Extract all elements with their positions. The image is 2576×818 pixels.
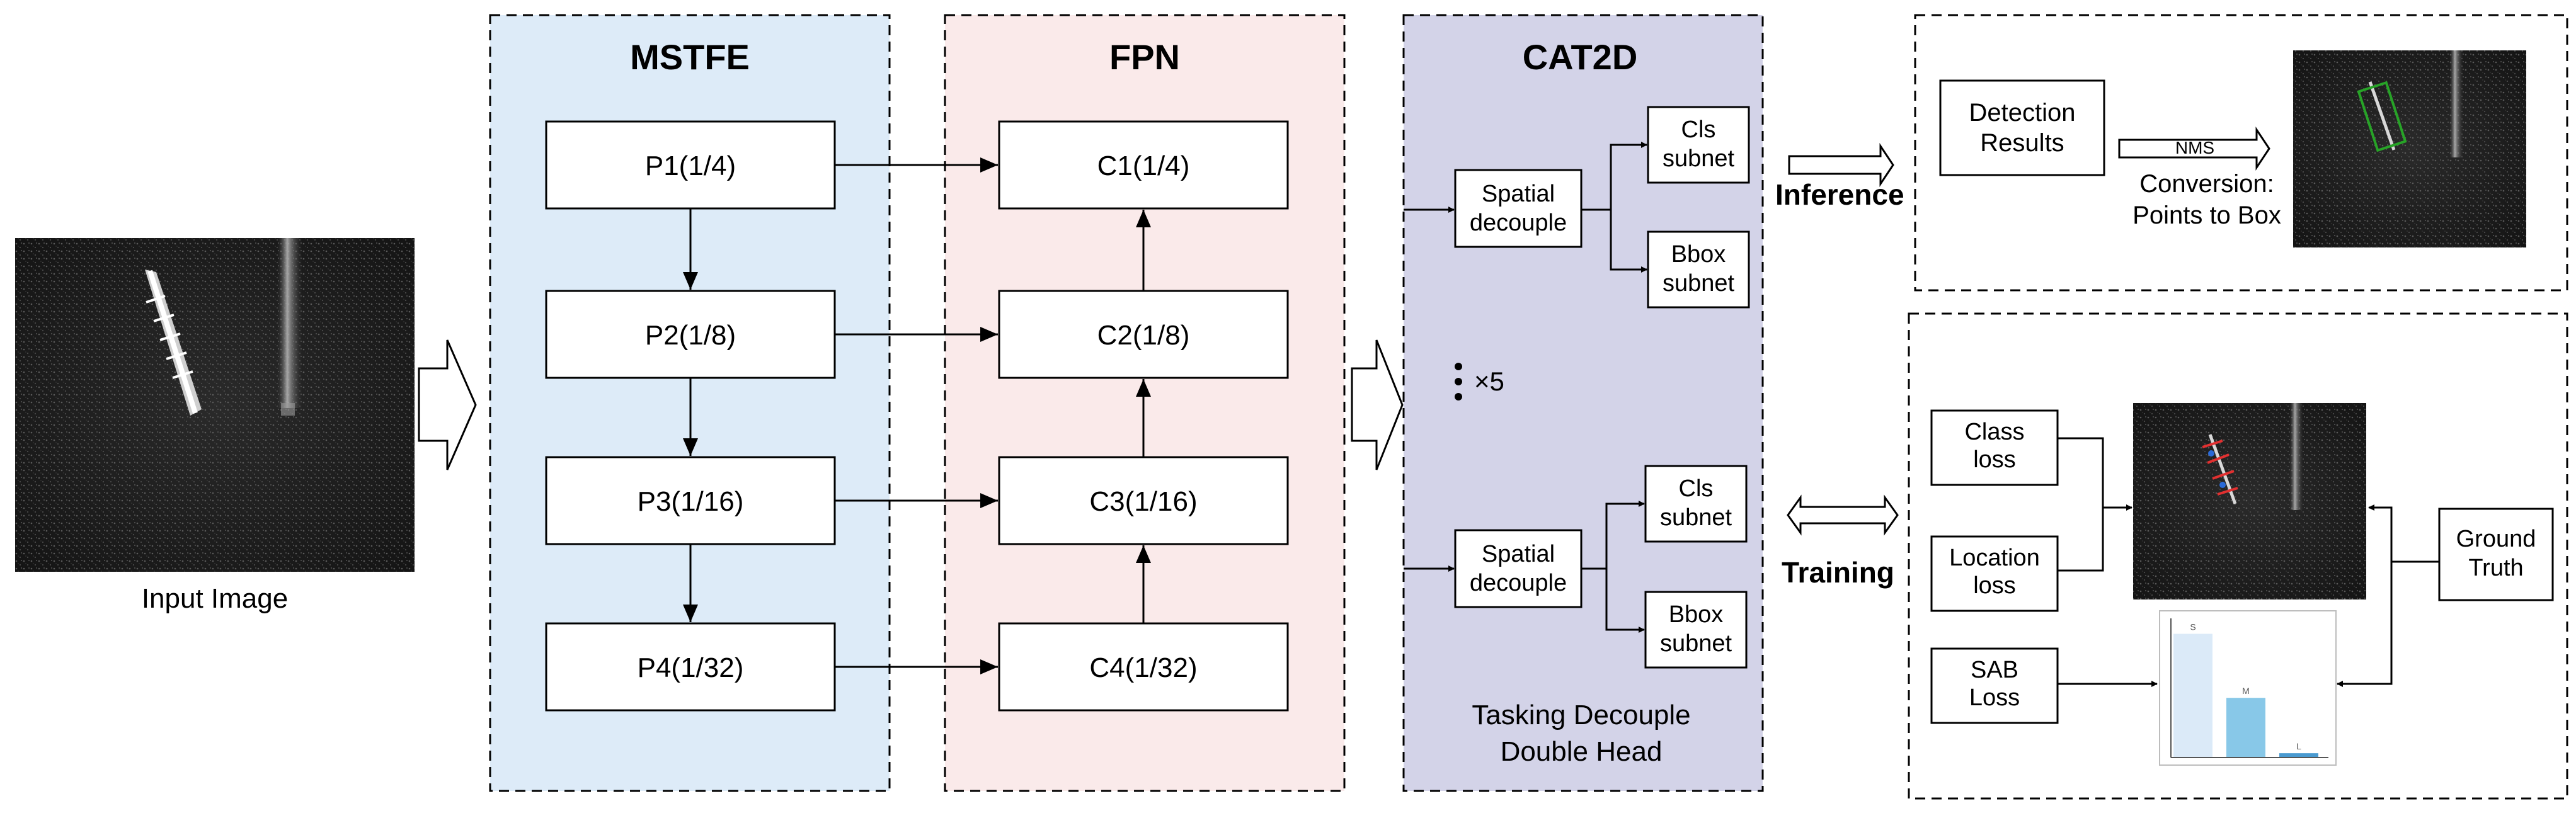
top-cls-line2: subnet [1663,145,1735,172]
bottom-bbox-line1: Bbox [1669,601,1724,628]
mstfe-stage-3-label: P3(1/16) [638,486,744,517]
fpn-stage-2-label: C2(1/8) [1097,320,1190,351]
training-gt-image [2133,403,2366,599]
fpn-stage-4-label: C4(1/32) [1089,652,1197,683]
training-arrow [1787,494,1899,536]
location-loss-box: Location loss [1930,535,2059,612]
detection-bounding-box [2357,81,2407,152]
location-loss-line1: Location [1949,545,2040,571]
top-to-bbox [1610,210,1647,273]
training-keypoints [2202,440,2238,496]
conversion-line1: Conversion: [2139,170,2274,198]
mstfe-stage-2-label: P2(1/8) [645,320,736,351]
class-loss-box: Class loss [1930,409,2059,486]
inference-result-image [2293,50,2526,247]
ground-truth-box: Ground Truth [2438,508,2554,601]
top-bbox-line2: subnet [1663,270,1735,297]
bottom-bbox-line2: subnet [1660,630,1732,657]
cat2d-title: CAT2D [1523,37,1638,77]
hollow-arrow-input [418,339,477,470]
training-label: Training [1782,556,1894,589]
results-line2: Results [1980,129,2064,157]
class-loss-line2: loss [1973,446,2016,473]
top-cls-line1: Cls [1681,116,1716,143]
fpn-stage-3: C3(1/16) [998,456,1289,545]
mstfe-stage-4-label: P4(1/32) [638,652,744,683]
mstfe-stage-1-label: P1(1/4) [645,151,736,181]
gt-line2: Truth [2468,555,2523,581]
nms-label: NMS [2175,138,2214,157]
repeat-ellipsis-icon [1455,363,1462,400]
top-bbox-line1: Bbox [1671,241,1726,268]
mstfe-title: MSTFE [630,37,750,77]
conversion-line2: Points to Box [2132,202,2281,229]
class-loss-line1: Class [1964,419,2024,445]
top-spatial-line2: decouple [1470,210,1567,236]
top-to-cls [1610,142,1647,210]
sab-loss-line2: Loss [1969,685,2020,711]
sab-bar-label-S: S [2190,622,2195,632]
sab-bar-label-M: M [2242,686,2250,696]
cat2d-caption-line2: Double Head [1501,736,1663,767]
bottom-cls-line1: Cls [1679,475,1714,502]
mstfe-stage-1: P1(1/4) [545,120,836,210]
gt-line1: Ground [2456,526,2536,552]
top-cls-subnet: Cls subnet [1647,106,1750,184]
mstfe-stage-3: P3(1/16) [545,456,836,545]
gt-to-image-arrow [2368,504,2393,562]
sab-bar-L [2279,753,2318,757]
bottom-cls-subnet: Cls subnet [1644,465,1748,543]
repeat-count: ×5 [1474,366,1504,396]
results-line1: Detection [1969,99,2076,127]
bottom-to-cls [1605,501,1645,569]
sab-loss-box: SAB Loss [1930,647,2059,724]
gt-to-chart-arrow [2337,562,2393,687]
mstfe-stage-2: P2(1/8) [545,290,836,379]
location-loss-connector [2058,508,2104,572]
top-bbox-subnet: Bbox subnet [1647,230,1750,309]
sab-loss-line1: SAB [1971,657,2018,683]
fpn-stage-1-label: C1(1/4) [1097,151,1190,181]
input-image-caption: Input Image [142,583,288,614]
detection-results-box: Detection Results [1939,79,2105,176]
sab-bar-M [2226,698,2265,757]
sab-bar-chart: S M L [2159,610,2337,766]
sab-bar-S [2173,633,2212,757]
sab-bar-label-L: L [2296,741,2301,751]
fpn-stage-1: C1(1/4) [998,120,1289,210]
fpn-stage-3-label: C3(1/16) [1089,486,1197,517]
fpn-stage-4: C4(1/32) [998,622,1289,712]
input-image [15,238,415,572]
fpn-title: FPN [1109,37,1180,77]
class-loss-connector [2058,437,2104,508]
inference-label: Inference [1775,178,1904,211]
top-spatial-line1: Spatial [1482,181,1555,207]
nms-arrow [2118,127,2270,171]
top-spatial-decouple: Spatial decouple [1454,169,1583,248]
bottom-cls-line2: subnet [1660,504,1732,531]
bottom-bbox-subnet: Bbox subnet [1644,591,1748,669]
ship-target [145,270,202,416]
bottom-spatial-line2: decouple [1470,570,1567,596]
location-loss-line2: loss [1973,572,2016,599]
cat2d-caption-line1: Tasking Decouple [1472,700,1690,730]
mstfe-stage-4: P4(1/32) [545,622,836,712]
inference-arrow [1788,143,1894,187]
bottom-spatial-decouple: Spatial decouple [1454,529,1583,608]
bottom-spatial-line1: Spatial [1482,541,1555,567]
hollow-arrow-fpn [1351,339,1404,470]
fpn-stage-2: C2(1/8) [998,290,1289,379]
bottom-to-bbox [1605,569,1645,633]
